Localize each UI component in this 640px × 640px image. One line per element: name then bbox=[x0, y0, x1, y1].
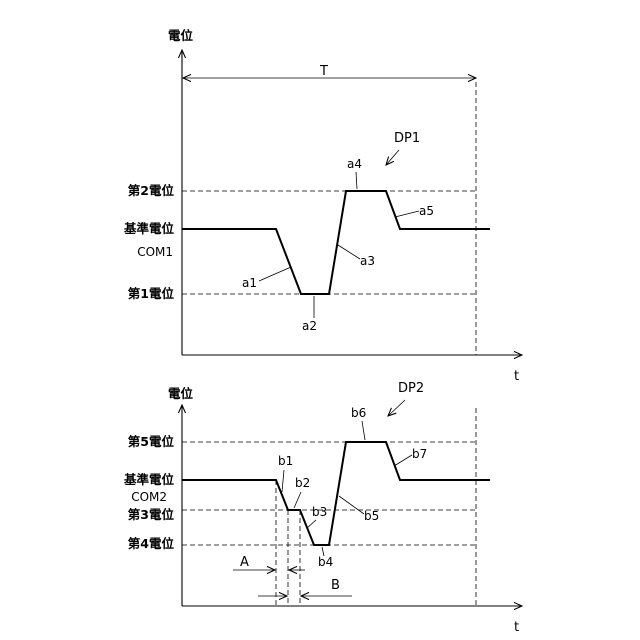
interval-a-label: A bbox=[240, 555, 249, 570]
segment-a1-leader bbox=[259, 267, 291, 281]
com1-label: COM1 bbox=[137, 245, 173, 259]
bottom-x-axis-label: t bbox=[514, 620, 519, 635]
segment-a4-label: a4 bbox=[347, 157, 362, 171]
segment-b4-label: b4 bbox=[318, 555, 333, 569]
top-y-axis-label: 電位 bbox=[168, 28, 194, 43]
top-reference-level-label: 基準電位 bbox=[123, 221, 175, 236]
segment-b3-leader bbox=[307, 520, 316, 528]
segment-a3-label: a3 bbox=[360, 254, 375, 268]
segment-a5-leader bbox=[395, 211, 419, 217]
segment-b6-label: b6 bbox=[351, 406, 366, 420]
segment-b7-leader bbox=[394, 455, 412, 466]
top-panel: 電位 t T 第2電位 基準電位 COM1 第1電位 DP1 a1 a2 a3 … bbox=[123, 28, 522, 384]
com2-label: COM2 bbox=[131, 490, 167, 504]
second-level-label: 第2電位 bbox=[128, 183, 175, 198]
bottom-y-axis-label: 電位 bbox=[168, 386, 194, 401]
segment-a2-label: a2 bbox=[302, 319, 317, 333]
dp2-pointer bbox=[388, 400, 405, 416]
segment-b1-leader bbox=[282, 470, 284, 492]
fourth-level-label: 第4電位 bbox=[128, 536, 175, 551]
segment-b2-label: b2 bbox=[295, 476, 310, 490]
dp1-label: DP1 bbox=[394, 131, 420, 146]
segment-b2-leader bbox=[294, 492, 301, 508]
segment-b3-label: b3 bbox=[312, 505, 327, 519]
dp1-pointer bbox=[386, 150, 399, 165]
bottom-reference-level-label: 基準電位 bbox=[123, 472, 175, 487]
dp1-waveform bbox=[182, 191, 490, 294]
first-level-label: 第1電位 bbox=[128, 286, 175, 301]
segment-a5-label: a5 bbox=[419, 204, 434, 218]
segment-a4-leader bbox=[356, 172, 357, 189]
period-label: T bbox=[319, 64, 328, 79]
segment-b5-leader bbox=[339, 496, 364, 514]
top-x-axis-label: t bbox=[514, 369, 519, 384]
segment-b1-label: b1 bbox=[278, 454, 293, 468]
bottom-panel: 電位 t 第5電位 基準電位 COM2 第3電位 第4電位 DP2 b1 b2 … bbox=[123, 381, 522, 635]
segment-b7-label: b7 bbox=[412, 447, 427, 461]
segment-a1-label: a1 bbox=[242, 276, 257, 290]
segment-b5-label: b5 bbox=[364, 509, 379, 523]
segment-a3-leader bbox=[338, 245, 360, 259]
dp2-label: DP2 bbox=[398, 381, 424, 396]
third-level-label: 第3電位 bbox=[128, 507, 175, 522]
interval-b-label: B bbox=[331, 578, 340, 593]
fifth-level-label: 第5電位 bbox=[128, 434, 175, 449]
dp2-waveform bbox=[182, 442, 490, 545]
segment-b6-leader bbox=[362, 421, 365, 440]
